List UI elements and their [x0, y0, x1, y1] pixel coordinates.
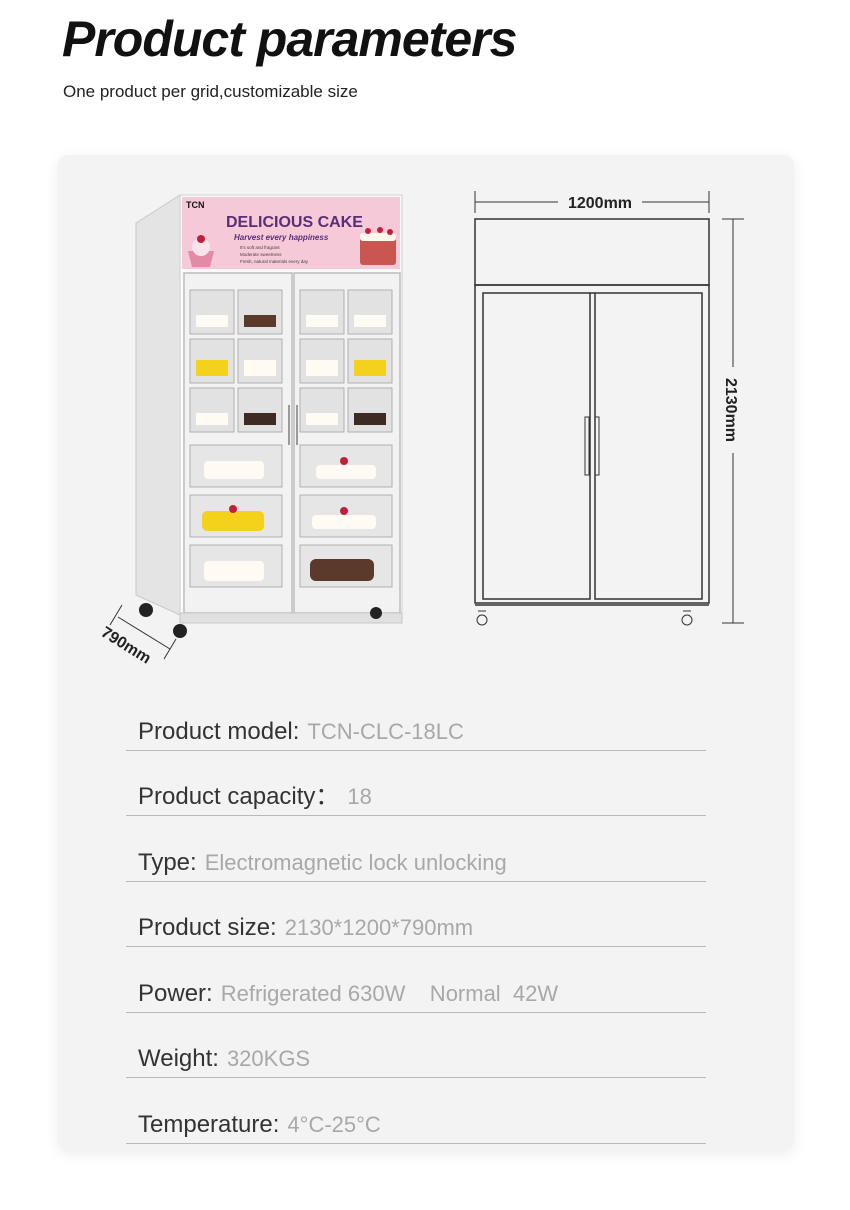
spec-row-power: Power: Refrigerated 630W Normal 42W — [126, 947, 706, 1013]
spec-label: Product model: — [138, 717, 300, 745]
banner-bullet: Fresh, natural materials every day — [240, 259, 309, 264]
width-label: 1200mm — [568, 195, 632, 212]
spec-list: Product model: TCN-CLC-18LC Product capac… — [126, 685, 706, 1144]
cabinet-photo: TCN DELICIOUS CAKE Harvest every happine… — [135, 194, 403, 638]
spec-label: Type: — [138, 848, 197, 876]
spec-value: 4°C-25°C — [287, 1111, 381, 1137]
banner-title: DELICIOUS CAKE — [226, 214, 363, 231]
spec-label: Product capacity： — [138, 783, 340, 810]
width-dimension: 1200mm — [474, 191, 710, 213]
banner-subtitle: Harvest every happiness — [234, 233, 329, 242]
line-drawing — [474, 218, 710, 626]
height-label: 2130mm — [722, 378, 739, 442]
spec-row-model: Product model: TCN-CLC-18LC — [126, 685, 706, 751]
spec-row-size: Product size: 2130*1200*790mm — [126, 882, 706, 947]
page-title: Product parameters — [62, 11, 517, 67]
spec-label: Temperature: — [138, 1110, 280, 1138]
spec-value: Electromagnetic lock unlocking — [204, 849, 507, 875]
spec-value: Refrigerated 630W Normal 42W — [220, 980, 559, 1006]
spec-value: 320KGS — [226, 1046, 311, 1071]
spec-value: TCN-CLC-18LC — [307, 718, 464, 744]
banner-cake-icon — [360, 227, 396, 265]
spec-value: 2130*1200*790mm — [284, 915, 474, 940]
spec-label: Power: — [138, 979, 213, 1007]
parameters-card: TCN DELICIOUS CAKE Harvest every happine… — [58, 155, 794, 1150]
cupcake-icon — [188, 235, 214, 267]
product-illustration: TCN DELICIOUS CAKE Harvest every happine… — [98, 191, 744, 668]
height-dimension: 2130mm — [722, 218, 744, 624]
depth-dimension: 790mm — [98, 604, 177, 668]
spec-row-type: Type: Electromagnetic lock unlocking — [126, 816, 706, 882]
spec-value: 18 — [347, 784, 372, 809]
banner-bullet: It's soft and fragrant — [240, 245, 280, 250]
page-subtitle: One product per grid,customizable size — [63, 82, 358, 101]
banner-brand: TCN — [186, 200, 205, 210]
spec-row-weight: Weight: 320KGS — [126, 1013, 706, 1078]
spec-label: Product size: — [138, 914, 277, 941]
spec-row-capacity: Product capacity： 18 — [126, 751, 706, 816]
spec-row-temperature: Temperature: 4°C-25°C — [126, 1078, 706, 1144]
spec-label: Weight: — [138, 1045, 219, 1072]
depth-label: 790mm — [98, 624, 154, 668]
banner-bullet: Moderate sweetness — [240, 252, 282, 257]
